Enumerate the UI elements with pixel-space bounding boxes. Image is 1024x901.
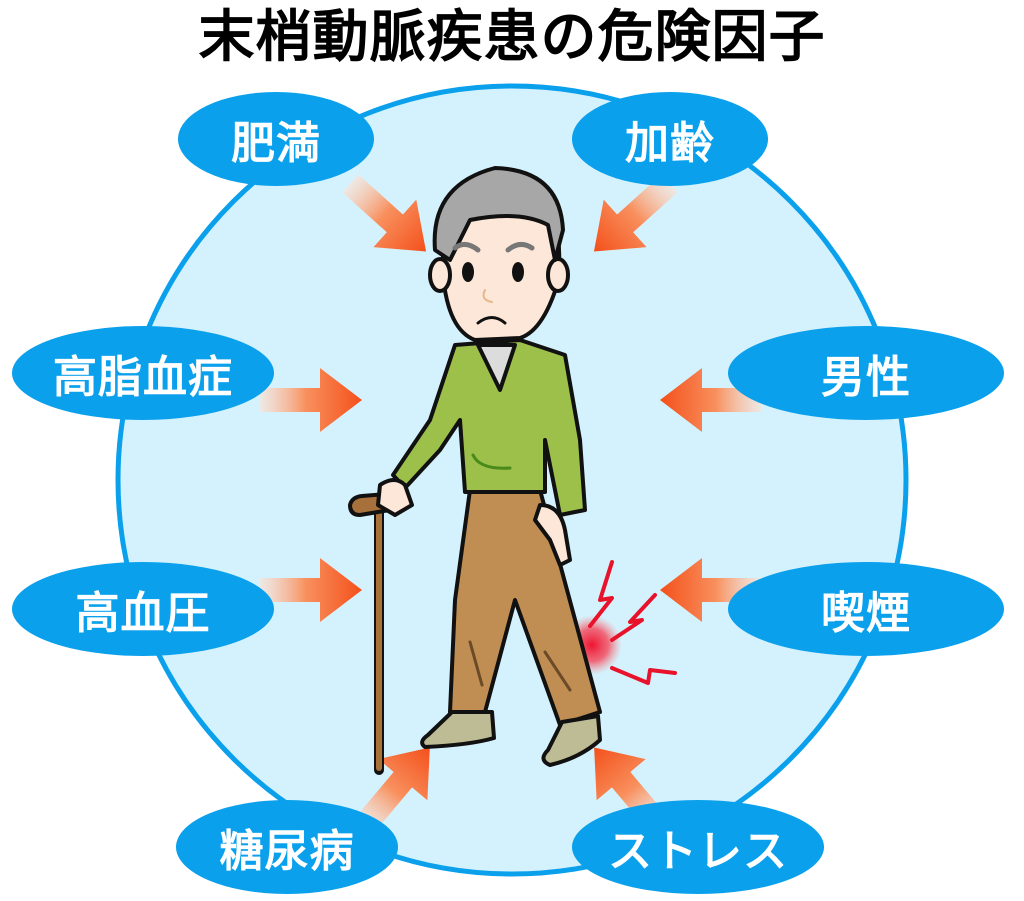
risk-factor-stress: ストレス — [572, 800, 824, 894]
risk-factor-hypertension: 高血圧 — [12, 562, 274, 656]
page-title: 末梢動脈疾患の危険因子 — [198, 5, 826, 70]
risk-factor-smoking: 喫煙 — [728, 562, 1004, 656]
risk-factor-male: 男性 — [728, 326, 1004, 420]
risk-factor-diabetes: 糖尿病 — [176, 800, 398, 894]
risk-factor-obesity: 肥満 — [178, 92, 374, 186]
elderly-man-illustration — [348, 166, 677, 775]
risk-factor-aging: 加齢 — [572, 92, 768, 186]
risk-factor-hyperlipidemia: 高脂血症 — [12, 326, 274, 420]
